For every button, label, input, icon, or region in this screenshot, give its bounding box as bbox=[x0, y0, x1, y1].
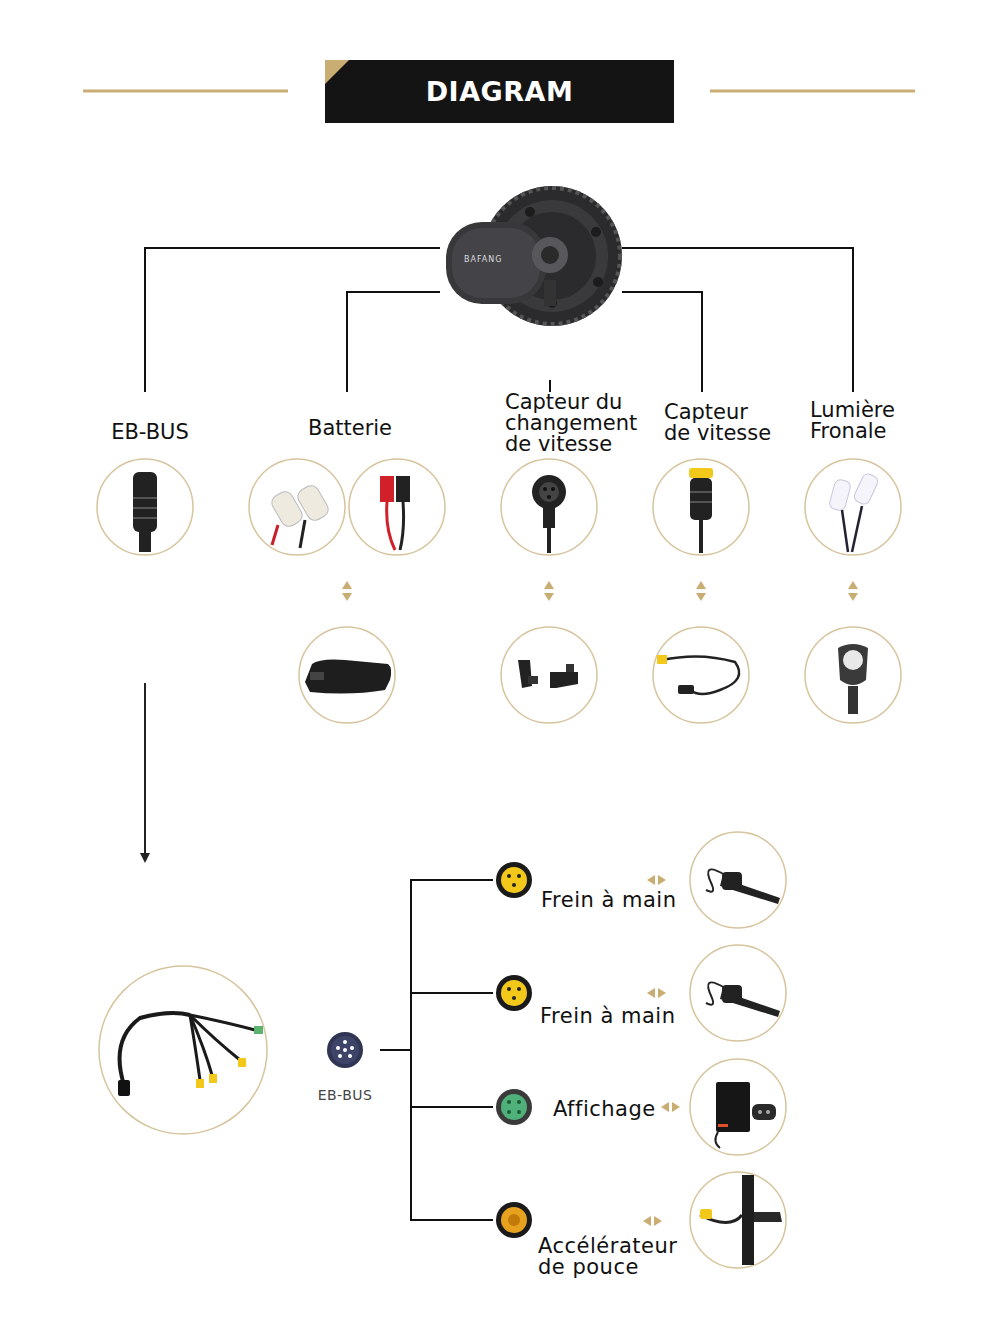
connector bbox=[549, 380, 551, 392]
double-arrow bbox=[643, 875, 680, 1226]
connector bbox=[380, 1050, 493, 1220]
connector-photo bbox=[653, 459, 749, 555]
part-label: Frein à main bbox=[540, 1004, 693, 1028]
motor-unit: BAFANG bbox=[440, 185, 622, 380]
title-corner bbox=[325, 60, 349, 84]
throttle-photo bbox=[690, 1172, 786, 1268]
part-label: EB-BUS bbox=[310, 1087, 380, 1103]
connector-photo bbox=[501, 459, 597, 555]
connector-icon bbox=[496, 862, 532, 1238]
part-label: Capteur du changement de vitesse bbox=[505, 392, 658, 455]
part-label: EB-BUS bbox=[95, 420, 205, 444]
lamp-photo bbox=[805, 627, 901, 723]
cable-photo bbox=[99, 966, 267, 1134]
connector-icon bbox=[327, 1032, 363, 1068]
connector-node: Frein à main bbox=[493, 860, 693, 914]
connector-node: Capteur de vitesse bbox=[660, 392, 776, 446]
sensor-photo bbox=[653, 627, 749, 723]
connector bbox=[622, 248, 853, 392]
connector bbox=[380, 880, 493, 1050]
part-label: Accélérateur de pouce bbox=[538, 1236, 688, 1278]
connector-photo bbox=[249, 459, 445, 555]
connector bbox=[380, 1050, 493, 1107]
connector-node: EB-BUS bbox=[95, 392, 205, 446]
display-photo bbox=[690, 1059, 786, 1155]
header-rule bbox=[710, 90, 915, 93]
connector-node: Batterie bbox=[245, 392, 455, 442]
motor-illustration bbox=[446, 186, 622, 326]
connector bbox=[380, 993, 493, 1050]
connector-node: Affichage bbox=[493, 1087, 665, 1123]
title-banner: DIAGRAM bbox=[325, 60, 674, 123]
connector-node: EB-BUS bbox=[310, 1028, 380, 1105]
double-arrow bbox=[342, 581, 858, 601]
brand-label: BAFANG bbox=[464, 255, 622, 264]
connector bbox=[622, 292, 702, 392]
connector-node: Accélérateur de pouce bbox=[493, 1200, 688, 1280]
title: DIAGRAM bbox=[426, 76, 574, 107]
part-label: Affichage bbox=[553, 1097, 665, 1121]
sensor-photo bbox=[501, 627, 597, 723]
part-label: Frein à main bbox=[541, 888, 693, 912]
header-rule bbox=[83, 90, 288, 93]
connector-node: Lumière Fronale bbox=[805, 392, 910, 444]
part-label: Batterie bbox=[245, 416, 455, 440]
connector bbox=[145, 248, 440, 392]
connector-photo bbox=[97, 459, 193, 555]
connector-photo bbox=[805, 459, 901, 555]
battery-photo bbox=[299, 627, 395, 723]
connector-node: Frein à main bbox=[493, 973, 693, 1030]
connector-node: Capteur du changement de vitesse bbox=[500, 392, 658, 457]
part-label: Capteur de vitesse bbox=[664, 402, 776, 444]
brake-lever-photo bbox=[690, 832, 786, 1041]
arrow bbox=[140, 683, 150, 863]
part-label: Lumière Fronale bbox=[810, 400, 910, 442]
connector bbox=[347, 292, 440, 392]
